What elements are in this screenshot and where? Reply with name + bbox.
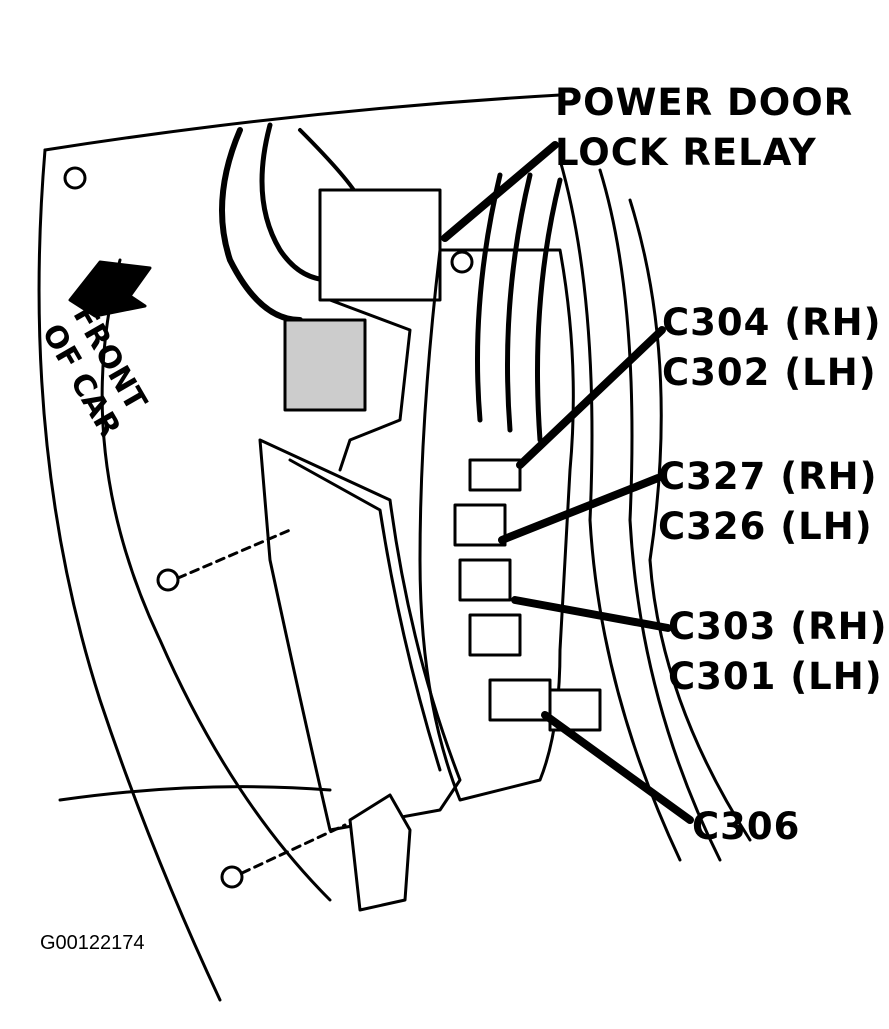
- front-arrow: [68, 260, 152, 318]
- relay-screw: [450, 250, 474, 274]
- figure-id: G00122174: [40, 932, 145, 954]
- leader-c304-c302: [516, 326, 666, 469]
- leader-c303-c301: [511, 596, 672, 632]
- leader-power-door-lock-relay: [441, 141, 559, 242]
- leader-c306: [541, 711, 694, 824]
- leader-c327-c326: [498, 474, 662, 544]
- connector-c327: [453, 503, 507, 547]
- lock-relay-body: [318, 188, 442, 302]
- label-c301: C301 (LH): [668, 655, 883, 698]
- lock-relay-connector: [283, 318, 367, 412]
- screw-upper: [156, 568, 180, 592]
- label-c327-c326: C327 (RH) C326 (LH): [658, 452, 878, 552]
- label-c306: C306: [692, 802, 800, 852]
- label-c303: C303 (RH): [668, 605, 888, 648]
- door-pillar-outer: [598, 168, 722, 862]
- relay-bracket: [328, 298, 412, 472]
- harness-bundle-c: [535, 177, 563, 443]
- cover-tab: [348, 793, 412, 912]
- dash-panel-outline: [43, 93, 562, 152]
- label-c303-c301: C303 (RH) C301 (LH): [668, 602, 888, 702]
- kick-cover: [258, 438, 462, 832]
- label-c326: C326 (LH): [658, 505, 873, 548]
- label-c304-c302: C304 (RH) C302 (LH): [662, 298, 882, 398]
- dash-panel-left: [37, 148, 222, 1002]
- label-c327: C327 (RH): [658, 455, 878, 498]
- label-power-door-lock-relay-line2: LOCK RELAY: [555, 131, 817, 174]
- connector-c306: [488, 678, 552, 722]
- label-c302: C302 (LH): [662, 351, 877, 394]
- connector-c303a: [458, 558, 512, 602]
- connector-c304: [468, 458, 522, 492]
- panel-bolt: [63, 166, 87, 190]
- kick-cover-inner: [288, 458, 442, 772]
- screw-upper-path: [176, 528, 292, 580]
- screw-lower: [220, 865, 244, 889]
- label-power-door-lock-relay: POWER DOOR LOCK RELAY: [555, 78, 853, 178]
- label-c304: C304 (RH): [662, 301, 882, 344]
- label-c306-text: C306: [692, 805, 801, 848]
- kick-panel-curve: [100, 258, 332, 902]
- door-pillar-inner: [558, 158, 682, 862]
- connector-c303b: [468, 613, 522, 657]
- screw-lower-path: [240, 823, 347, 875]
- harness-bundle-b: [505, 172, 533, 433]
- floor-line: [58, 785, 332, 802]
- harness-wire-1: [219, 127, 303, 323]
- harness-bundle-a: [475, 172, 503, 423]
- harness-wire-2: [259, 122, 333, 283]
- door-pillar-edge: [628, 198, 752, 842]
- label-power-door-lock-relay-line1: POWER DOOR: [555, 81, 854, 124]
